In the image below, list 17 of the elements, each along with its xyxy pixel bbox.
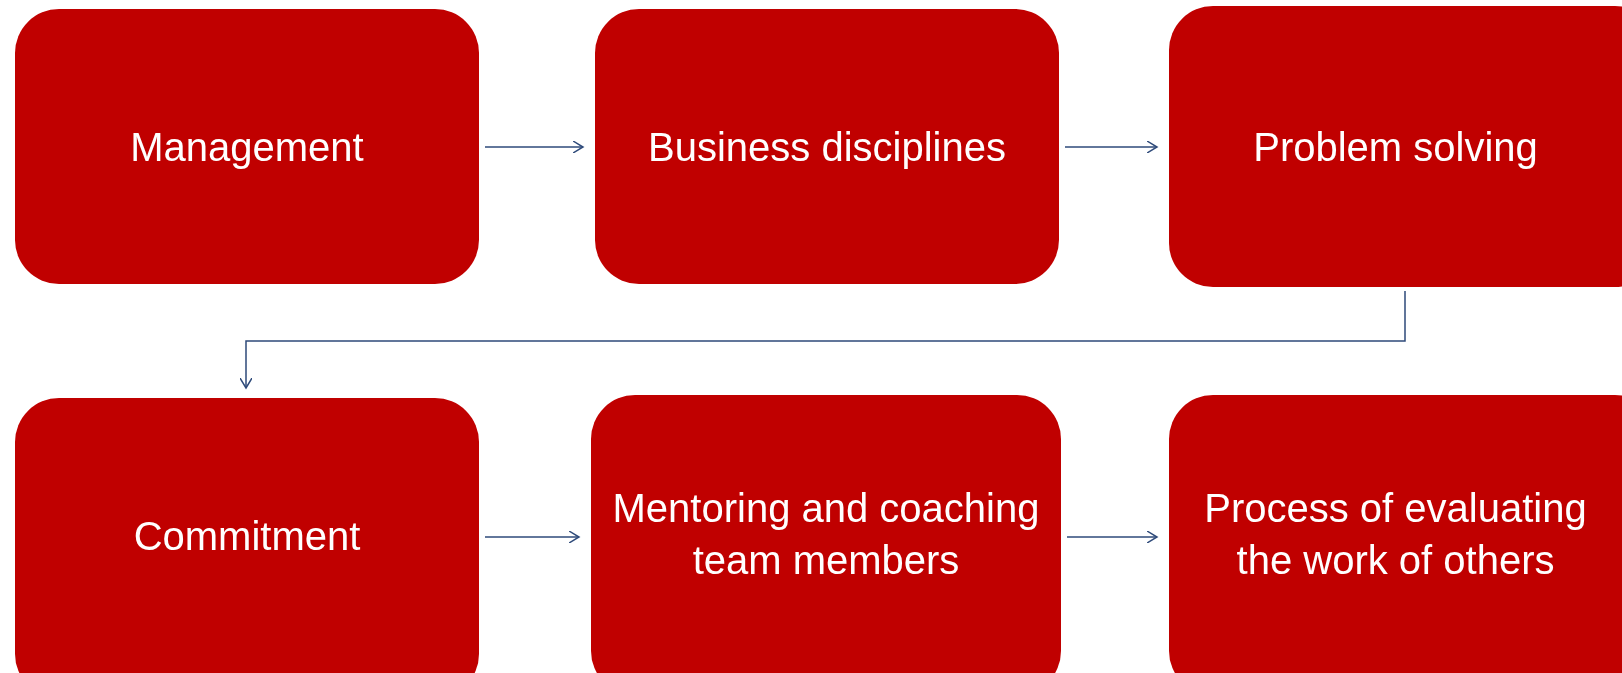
arrow (484, 140, 584, 154)
arrow (239, 290, 1406, 389)
box-label: Mentoring and coaching team members (611, 485, 1041, 584)
process-box (591, 395, 1061, 673)
arrow (1066, 530, 1158, 544)
process-box (15, 398, 479, 673)
process-box (595, 9, 1059, 284)
box-label: Management (130, 123, 364, 171)
box-label: Commitment (133, 512, 361, 560)
box-label: Process of evaluating the work of others (1203, 485, 1588, 584)
box-label: Business disciplines (648, 123, 1006, 171)
box-label: Problem solving (1253, 123, 1538, 171)
process-box (15, 9, 479, 284)
process-box (1169, 395, 1622, 673)
process-box (1169, 6, 1622, 287)
arrow (484, 530, 580, 544)
arrow (1064, 140, 1158, 154)
